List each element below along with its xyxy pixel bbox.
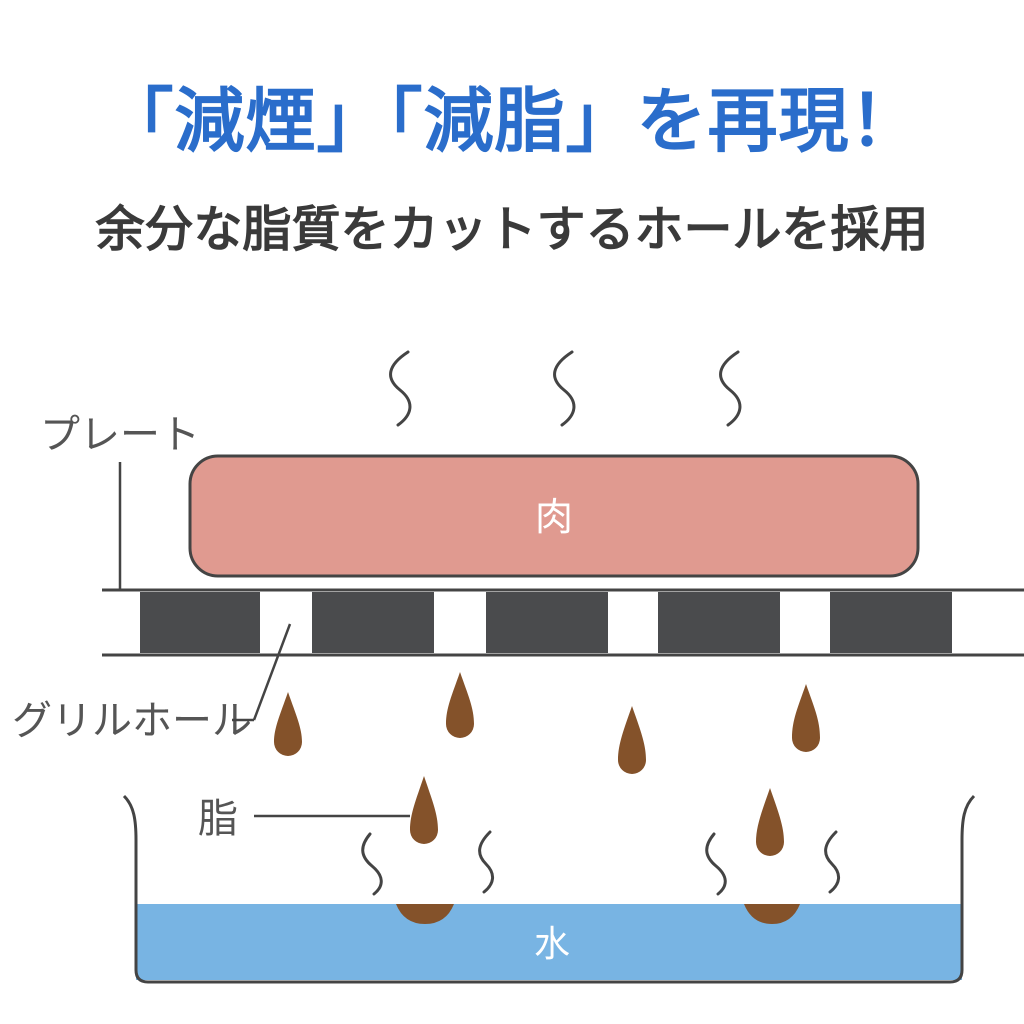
steam-icon bbox=[824, 830, 840, 894]
water-label: 水 bbox=[534, 924, 570, 965]
fat-drop-icon bbox=[410, 776, 438, 844]
water bbox=[136, 904, 962, 980]
fat-drop-icon bbox=[396, 904, 454, 924]
plate-segment bbox=[486, 592, 608, 653]
fat-label: 脂 bbox=[198, 796, 238, 842]
plate-segment bbox=[312, 592, 434, 653]
fat-drop-icon bbox=[756, 788, 784, 856]
meat-label: 肉 bbox=[535, 495, 573, 539]
meat bbox=[188, 454, 920, 578]
fat-drop-icon bbox=[618, 706, 646, 774]
steam-icon bbox=[389, 350, 412, 427]
headline: 「減煙」「減脂」を再現！ bbox=[103, 80, 921, 162]
steam-icon bbox=[553, 350, 576, 427]
steam-above-water bbox=[361, 830, 840, 896]
fat-drop-icon bbox=[446, 672, 474, 738]
fat-drops bbox=[274, 672, 820, 856]
water-tray bbox=[122, 794, 976, 984]
grill-hole-label: グリルホール bbox=[12, 698, 252, 744]
grill-hole-leader-line bbox=[252, 623, 292, 721]
plate-segment bbox=[830, 592, 952, 653]
steam-icon bbox=[478, 830, 494, 894]
fat-drop-icon bbox=[274, 692, 302, 756]
fat-drop-icon bbox=[792, 684, 820, 752]
fat-drop-icon bbox=[744, 904, 800, 924]
steam-above-meat bbox=[389, 350, 742, 427]
plate-segment bbox=[658, 592, 780, 653]
submerged-fat bbox=[396, 904, 800, 924]
steam-icon bbox=[719, 350, 742, 427]
plate-label: プレート bbox=[40, 412, 200, 458]
plate-segment bbox=[140, 592, 260, 653]
grill-plate bbox=[102, 588, 1024, 657]
subheadline: 余分な脂質をカットするホールを採用 bbox=[95, 201, 929, 258]
steam-icon bbox=[361, 832, 383, 896]
steam-icon bbox=[705, 832, 727, 896]
